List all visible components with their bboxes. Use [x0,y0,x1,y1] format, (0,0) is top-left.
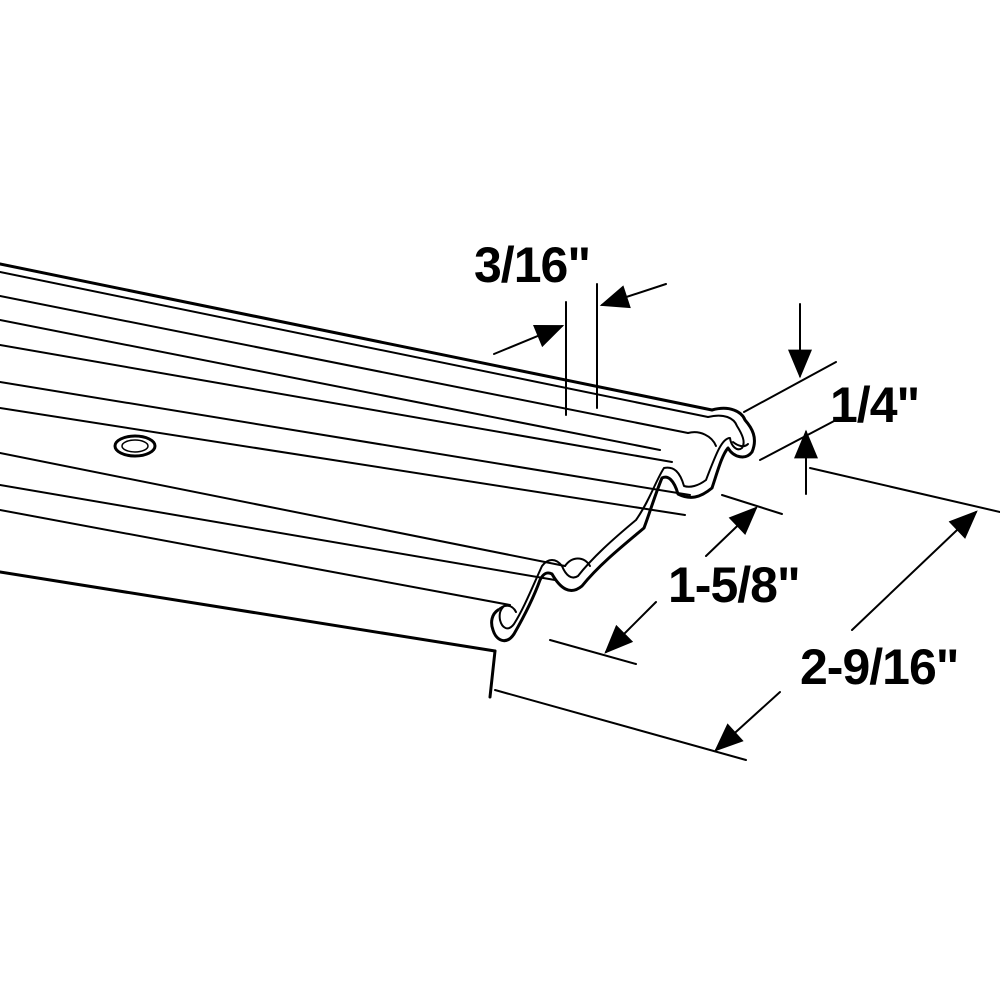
dimension-1-4 [743,303,837,495]
dimension-2-9-16 [494,467,1000,761]
extension-line-top [743,361,837,413]
bottom-face [488,649,497,699]
dimension-3-16 [493,283,667,416]
bottom-lip-curl [497,604,517,613]
lower-flange-line [0,484,556,581]
extension-line-lower [549,639,637,665]
profile-outline-inner [498,414,745,630]
top-lip-curl [732,441,749,448]
dimension-label-3-16: 3/16" [474,237,590,293]
extension-line-upper [721,494,783,515]
lower-ridge-line [0,452,566,567]
extension-line-bottom [759,419,837,461]
profile-outline-outer [490,406,756,643]
dim-arrow-lower [604,601,657,654]
channel-line-2 [0,381,691,496]
dimension-label-1-5-8: 1-5/8" [668,557,800,613]
top-edge-inner [0,271,709,418]
bottom-edge [0,570,497,653]
dim-arrow-upper [705,506,758,557]
dim-arrow-top [851,510,978,631]
end-profile [490,406,756,643]
dimension-1-5-8 [549,494,783,665]
mounting-hole [113,434,157,458]
top-edge [0,262,714,412]
dimension-label-1-4: 1/4" [830,377,919,433]
extension-line-far [809,467,1000,513]
dim-arrow-right [599,283,667,309]
dim-arrow-bottom [714,691,781,752]
channel-line-1 [0,344,673,463]
channel-line-3 [0,407,686,516]
dimension-label-2-9-16: 2-9/16" [800,639,958,695]
extension-line-near [494,689,747,761]
mounting-hole-inner [121,439,149,453]
track-body [0,262,714,699]
lower-flange-line-2 [0,509,511,606]
upper-flange-line [0,319,661,451]
upper-ridge-line [0,295,689,434]
ridge-top-curve [687,431,717,447]
dim-arrow-left [493,324,565,355]
ridge-lower-curve [564,557,591,567]
